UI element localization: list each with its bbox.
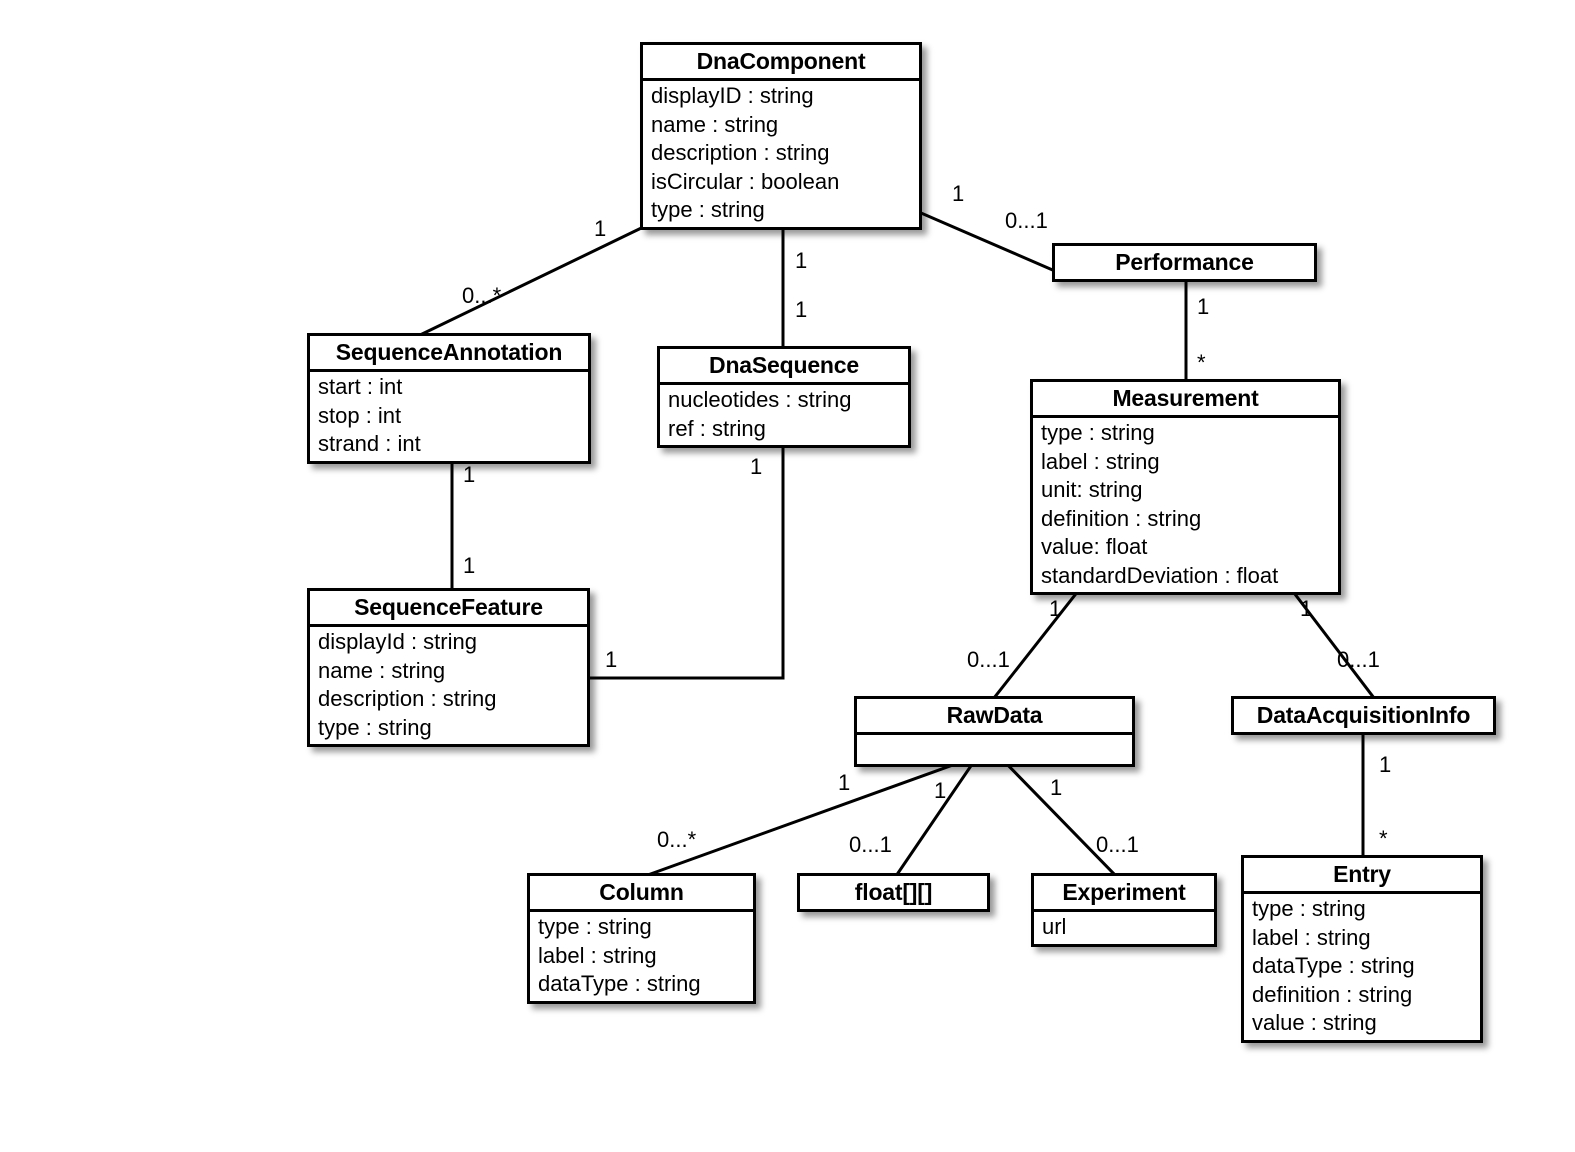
class-attribute: unit: string xyxy=(1041,477,1143,502)
association-measurement-dataacquisitioninfo xyxy=(1282,578,1377,701)
class-attribute: dataType : string xyxy=(538,971,701,996)
class-attributes-dna-sequence: nucleotides : string ref : string xyxy=(660,385,908,445)
class-attribute: label : string xyxy=(1252,924,1371,950)
class-attributes-measurement: type : string label : string unit: string d… xyxy=(1033,418,1338,592)
association-measurement-rawdata xyxy=(991,578,1089,701)
class-title-data-acquisition-info: DataAcquisitionInfo xyxy=(1256,702,1471,728)
association-rawdata-floatarray xyxy=(893,754,980,879)
class-attribute: value : string xyxy=(1252,1010,1377,1035)
class-attribute: nucleotides : string xyxy=(668,387,852,412)
class-attributes-sequence-annotation: start : int stop : int strand : int xyxy=(310,372,588,461)
class-attribute: start : int xyxy=(318,374,403,399)
class-attribute: url xyxy=(1042,914,1067,939)
multiplicity-label: 1 xyxy=(463,462,476,487)
class-attribute: dataType : string xyxy=(1252,953,1415,978)
class-title-performance: Performance xyxy=(1115,249,1254,275)
class-title-dna-component: DnaComponent xyxy=(643,45,919,81)
class-title-measurement: Measurement xyxy=(1033,382,1338,418)
multiplicity-label: 1 xyxy=(934,778,947,803)
multiplicity-label: 1 xyxy=(594,216,607,241)
class-title-dna-sequence: DnaSequence xyxy=(660,349,908,385)
class-title-float-array: float[][] xyxy=(854,879,933,905)
uml-class-data-acquisition-info[interactable]: DataAcquisitionInfo xyxy=(1231,696,1496,735)
multiplicity-label: 1 xyxy=(1049,596,1062,621)
multiplicity-label: 1 xyxy=(952,181,965,206)
uml-class-performance[interactable]: Performance xyxy=(1052,243,1317,282)
class-attribute: type : string xyxy=(1252,896,1366,921)
class-attribute: label : string xyxy=(1041,448,1160,474)
class-attribute: strand : int xyxy=(318,431,421,456)
class-attribute: stop : int xyxy=(318,402,402,428)
association-rawdata-column xyxy=(643,755,977,878)
class-attribute: type : string xyxy=(1041,420,1155,445)
class-attributes-column: type : string label : string dataType : st… xyxy=(530,912,753,1001)
class-attribute: name : string xyxy=(318,657,446,683)
class-title-entry: Entry xyxy=(1244,858,1480,894)
class-title-experiment: Experiment xyxy=(1034,876,1214,912)
multiplicity-label: 0...* xyxy=(657,827,697,852)
association-dnacomponent-sequenceannotation xyxy=(415,215,665,339)
class-attribute: standardDeviation : float xyxy=(1041,562,1279,588)
class-attribute: label : string xyxy=(538,942,657,968)
multiplicity-label: 0...1 xyxy=(1337,647,1380,672)
multiplicity-label: 1 xyxy=(750,454,763,479)
class-attribute: isCircular : boolean xyxy=(651,168,840,194)
multiplicity-label: 0...1 xyxy=(849,832,892,857)
multiplicity-label: 1 xyxy=(795,248,808,273)
class-attribute: name : string xyxy=(651,111,779,137)
class-attribute: type : string xyxy=(318,714,432,740)
multiplicity-label: 1 xyxy=(1197,294,1210,319)
class-attributes-sequence-feature: displayId : string name : string descripti… xyxy=(310,627,587,744)
class-attributes-dna-component: displayID : string name : string descripti… xyxy=(643,81,919,227)
class-attribute: value: float xyxy=(1041,534,1148,559)
multiplicity-label: 1 xyxy=(838,770,851,795)
multiplicity-label: 0...* xyxy=(462,283,502,308)
class-attribute: type : string xyxy=(538,914,652,939)
multiplicity-label: 0...1 xyxy=(1096,832,1139,857)
class-attribute: ref : string xyxy=(668,415,766,441)
class-attribute: description : string xyxy=(318,686,497,711)
class-attributes-raw-data xyxy=(857,735,1132,764)
multiplicity-label: 0...1 xyxy=(967,647,1010,672)
multiplicity-label: 1 xyxy=(1050,775,1063,800)
class-attribute: description : string xyxy=(651,140,830,165)
multiplicity-label: 1 xyxy=(795,297,808,322)
uml-class-raw-data[interactable]: RawData xyxy=(854,696,1135,767)
class-attribute: definition : string xyxy=(1041,505,1202,531)
class-title-sequence-annotation: SequenceAnnotation xyxy=(310,336,588,372)
multiplicity-label: 1 xyxy=(463,553,476,578)
uml-class-float-array[interactable]: float[][] xyxy=(797,873,990,912)
class-attribute: definition : string xyxy=(1252,981,1413,1007)
multiplicity-label: * xyxy=(1197,350,1206,375)
class-title-column: Column xyxy=(530,876,753,912)
class-attribute: displayID : string xyxy=(651,83,814,108)
class-title-raw-data: RawData xyxy=(857,699,1132,735)
multiplicity-label: 1 xyxy=(605,647,618,672)
multiplicity-label: 1 xyxy=(1300,596,1313,621)
multiplicity-label: * xyxy=(1379,826,1388,851)
class-attributes-experiment: url xyxy=(1034,912,1214,944)
multiplicity-label: 0...1 xyxy=(1005,208,1048,233)
class-title-sequence-feature: SequenceFeature xyxy=(310,591,587,627)
class-attribute: type : string xyxy=(651,197,765,222)
class-attributes-entry: type : string label : string dataType : st… xyxy=(1244,894,1480,1040)
multiplicity-label: 1 xyxy=(1379,752,1392,777)
class-attribute: displayId : string xyxy=(318,629,477,654)
